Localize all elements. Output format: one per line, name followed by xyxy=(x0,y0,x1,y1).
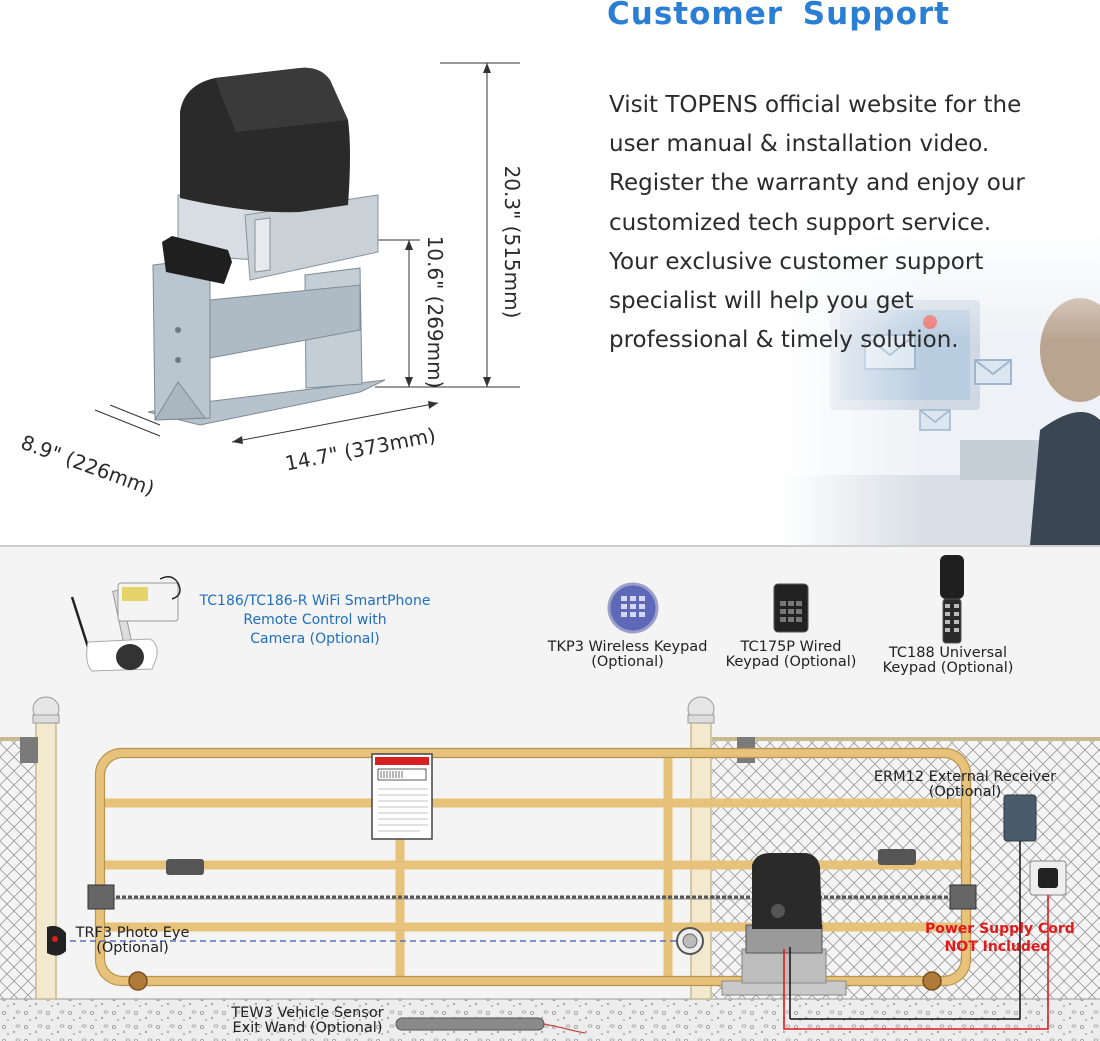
height-total-label: 20.3" (515mm) xyxy=(500,165,524,319)
support-line: customized tech support service. xyxy=(609,209,992,236)
support-line: user manual & installation video. xyxy=(609,131,990,158)
customer-support-title: Customer Support xyxy=(607,0,950,32)
support-line: Visit TOPENS official website for the xyxy=(609,92,1022,118)
support-line: Your exclusive customer support xyxy=(609,248,984,275)
power-cord-label: Power Supply Cord NOT Included xyxy=(925,921,1075,955)
wifi-camera-label: TC186/TC186-R WiFi SmartPhone Remote Con… xyxy=(199,593,431,647)
photo-eye-label: TRF3 Photo Eye (Optional) xyxy=(75,925,190,956)
installation-diagram: TC186/TC186-R WiFi SmartPhone Remote Con… xyxy=(0,545,1100,1041)
product-dimensions-section: Customer Support Visit TOPENS official w… xyxy=(17,0,1100,545)
erm12-receiver-label: ERM12 External Receiver (Optional) xyxy=(873,769,1057,800)
tc188-keypad-label: TC188 Universal Keypad (Optional) xyxy=(882,645,1014,676)
support-illustration xyxy=(780,230,1100,545)
tkp3-keypad-label: TKP3 Wireless Keypad (Optional) xyxy=(547,639,708,670)
gate-opener-product-image xyxy=(94,62,520,444)
tc175p-keypad-label: TC175P Wired Keypad (Optional) xyxy=(725,639,857,670)
installation-diagram-drawing xyxy=(0,555,1100,1041)
support-line: professional & timely solution. xyxy=(609,327,959,354)
vehicle-sensor-label: TEW3 Vehicle Sensor Exit Wand (Optional) xyxy=(231,1005,384,1036)
height-mount-label: 10.6" (269mm) xyxy=(423,235,447,389)
customer-support-text: Visit TOPENS official website for the us… xyxy=(609,86,1079,360)
support-line: specialist will help you get xyxy=(609,288,914,315)
support-line: Register the warranty and enjoy our xyxy=(609,170,1025,197)
